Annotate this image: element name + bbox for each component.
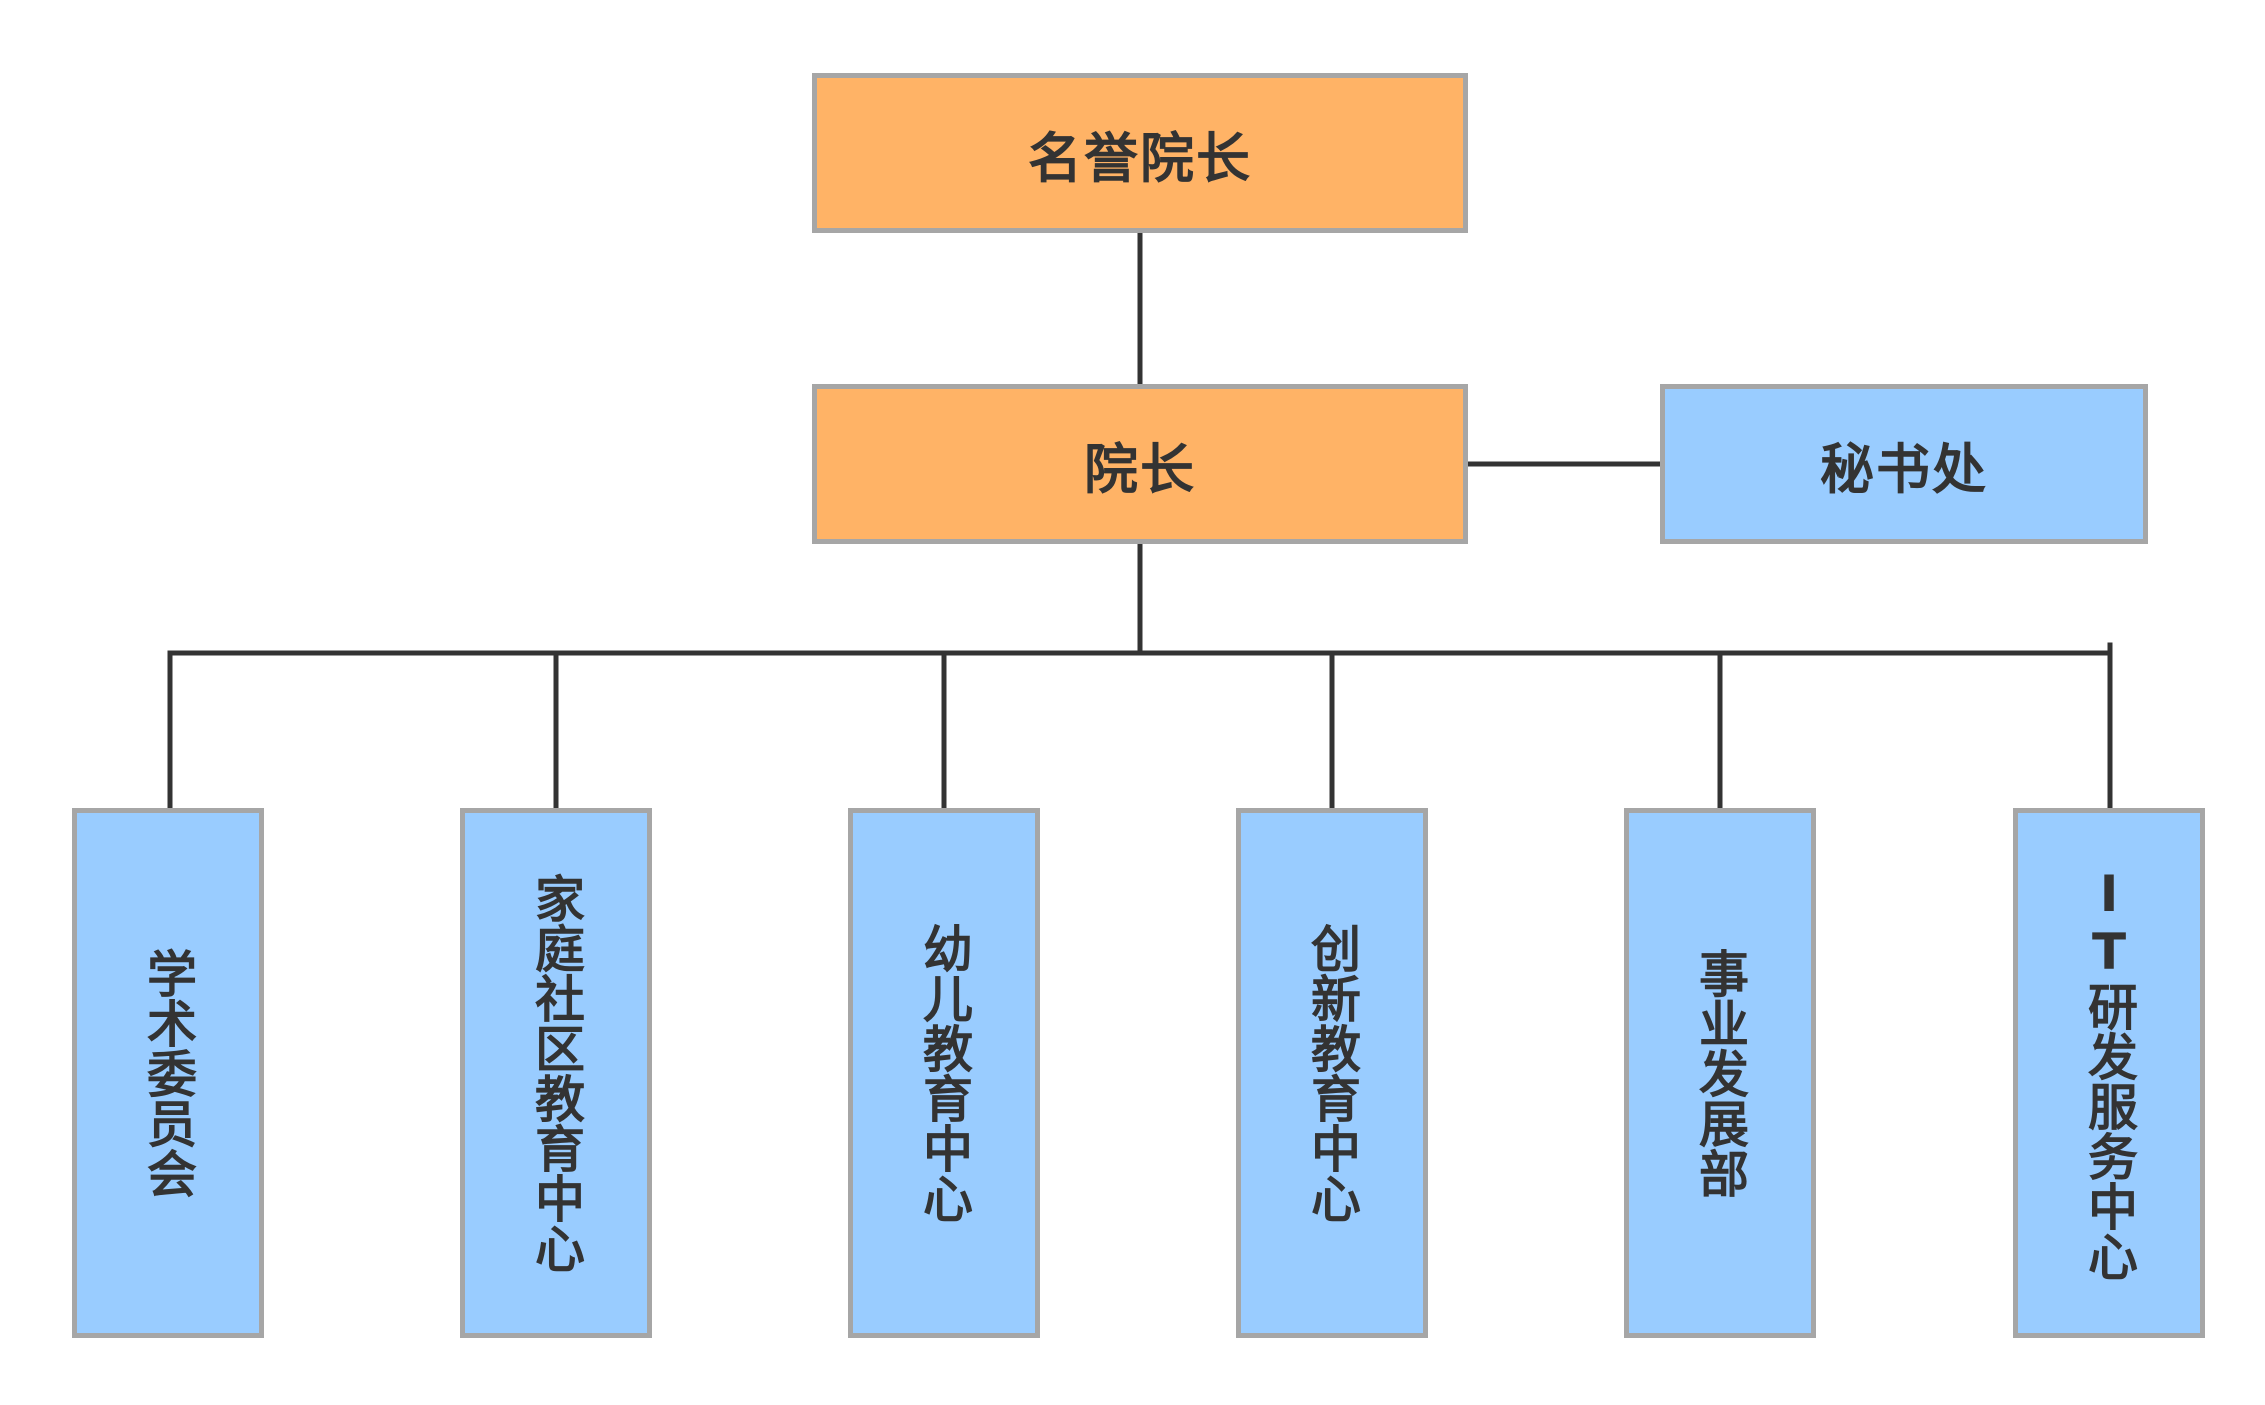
node-honorary-dean-label: 名誉院长 xyxy=(1028,126,1252,190)
node-preschool-center-label: 幼儿教育中心 xyxy=(915,923,973,1223)
node-secretariat: 秘书处 xyxy=(1660,384,2148,544)
node-it-service-center: IT研发服务中心 xyxy=(2013,808,2205,1338)
node-preschool-center: 幼儿教育中心 xyxy=(848,808,1040,1338)
node-dean: 院长 xyxy=(812,384,1468,544)
node-dean-label: 院长 xyxy=(1084,437,1196,501)
node-secretariat-label: 秘书处 xyxy=(1820,437,1988,501)
node-academic-committee-label: 学术委员会 xyxy=(139,948,197,1198)
node-innovation-center-label: 创新教育中心 xyxy=(1303,923,1361,1223)
node-innovation-center: 创新教育中心 xyxy=(1236,808,1428,1338)
node-business-development-label: 事业发展部 xyxy=(1691,948,1749,1198)
node-business-development: 事业发展部 xyxy=(1624,808,1816,1338)
node-family-community-center: 家庭社区教育中心 xyxy=(460,808,652,1338)
node-honorary-dean: 名誉院长 xyxy=(812,73,1468,233)
node-it-service-center-label: IT研发服务中心 xyxy=(2080,865,2138,1281)
node-academic-committee: 学术委员会 xyxy=(72,808,264,1338)
node-family-community-center-label: 家庭社区教育中心 xyxy=(527,873,585,1273)
